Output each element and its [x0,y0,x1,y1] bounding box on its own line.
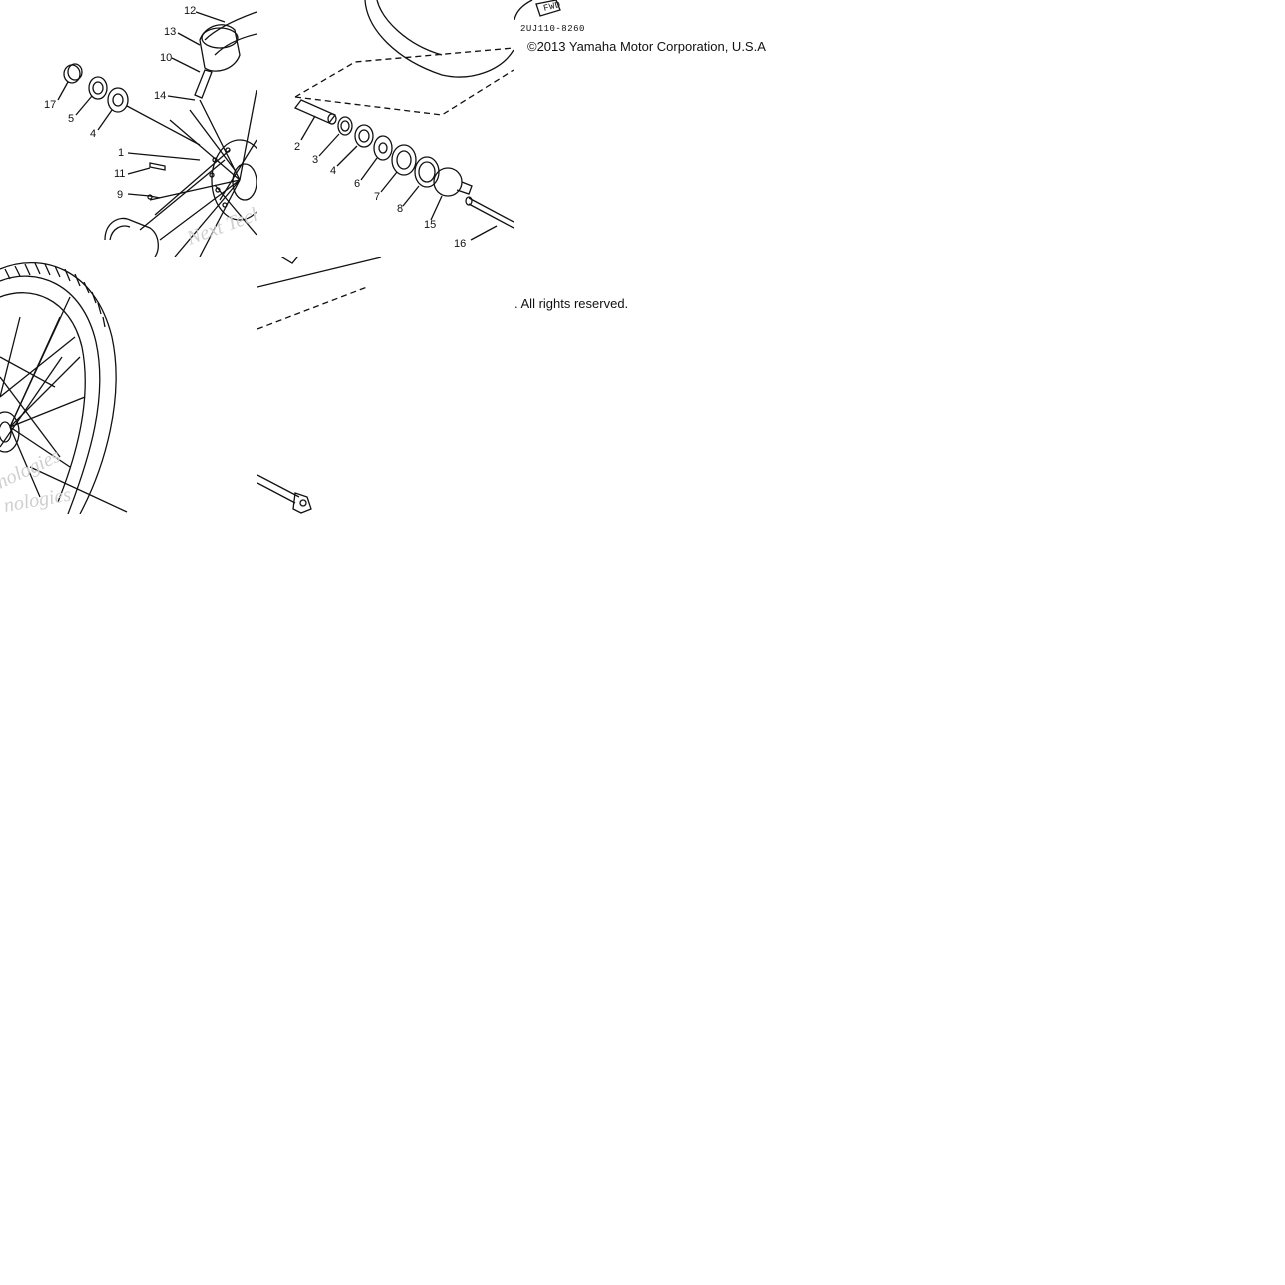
diagram-tile-hub-left: 12 13 10 14 17 5 4 1 11 9 Next Tech [0,0,257,257]
diagram-tile-tire: nologies nologies [0,257,257,514]
diagram-tile-axle-bolt [257,257,514,514]
axle-parts-drawing: 2 3 4 6 7 8 15 16 [293,0,514,250]
callout-16: 16 [454,238,466,250]
callout-11: 11 [114,168,125,180]
info-drawing: FWD 2UJ110-8260 [514,0,585,34]
watermark-next-tech: Next Tech [183,202,257,250]
callout-2: 2 [294,141,300,153]
callout-4-left: 4 [90,128,96,140]
diagram-tile-rights: . All rights reserved. [514,257,771,514]
callout-10: 10 [160,52,172,64]
callout-12: 12 [184,5,196,17]
rights-text: . All rights reserved. [514,296,629,311]
fwd-label: FWD [542,0,562,14]
axle-bolt-drawing [257,257,382,514]
tire-drawing: nologies nologies [0,262,128,514]
callout-9: 9 [117,189,123,201]
callout-8: 8 [397,203,403,215]
callout-4-right: 4 [330,165,336,177]
hub-left-drawing: 12 13 10 14 17 5 4 1 11 9 Next Tech [44,5,257,257]
copyright-text: ©2013 Yamaha Motor Corporation, U.S.A [527,39,766,54]
callout-5: 5 [68,113,74,125]
callout-17: 17 [44,99,56,111]
callout-1: 1 [118,147,124,159]
diagram-tile-info: FWD 2UJ110-8260 ©2013 Yamaha Motor Corpo… [514,0,771,257]
callout-3: 3 [312,154,318,166]
callout-7: 7 [374,191,380,203]
diagram-tile-axle-parts: 2 3 4 6 7 8 15 16 [257,0,514,257]
callout-14: 14 [154,90,166,102]
callout-6: 6 [354,178,360,190]
drawing-code: 2UJ110-8260 [520,24,585,34]
callout-13: 13 [164,26,176,38]
callout-15: 15 [424,219,436,231]
